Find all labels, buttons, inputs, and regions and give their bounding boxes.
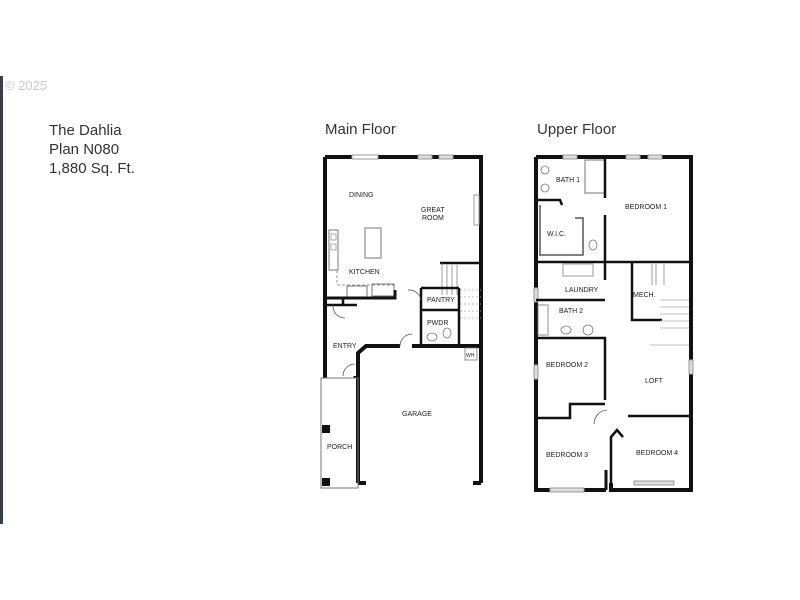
upper-floor-plan <box>533 154 694 493</box>
svg-text:ROOM: ROOM <box>422 215 444 222</box>
svg-text:DINING: DINING <box>349 192 374 199</box>
svg-text:BEDROOM 4: BEDROOM 4 <box>636 450 678 457</box>
svg-text:BEDROOM 3: BEDROOM 3 <box>546 452 588 459</box>
svg-text:PWDR: PWDR <box>427 320 448 327</box>
svg-text:LAUNDRY: LAUNDRY <box>565 287 599 294</box>
main-floor-plan <box>320 154 483 489</box>
plan-number: Plan N080 <box>49 141 120 158</box>
svg-text:W.I.C.: W.I.C. <box>547 231 566 238</box>
main-floor-title: Main Floor <box>325 121 396 138</box>
svg-text:ENTRY: ENTRY <box>333 343 357 350</box>
upper-floor-title: Upper Floor <box>537 121 617 138</box>
svg-text:WH: WH <box>466 353 475 359</box>
svg-text:BATH 1: BATH 1 <box>556 177 580 184</box>
svg-text:PANTRY: PANTRY <box>427 297 455 304</box>
left-edge-bar <box>0 76 3 524</box>
svg-text:KITCHEN: KITCHEN <box>349 269 380 276</box>
svg-text:PORCH: PORCH <box>327 444 352 451</box>
svg-text:MECH.: MECH. <box>633 292 656 299</box>
svg-text:BATH 2: BATH 2 <box>559 308 583 315</box>
svg-text:BEDROOM 1: BEDROOM 1 <box>625 204 667 211</box>
svg-text:GREAT: GREAT <box>421 207 445 214</box>
copyright-watermark: © 2025 <box>5 78 48 93</box>
svg-text:GARAGE: GARAGE <box>402 411 432 418</box>
plan-area: 1,880 Sq. Ft. <box>49 160 135 177</box>
main-floor-labels: DINING GREAT ROOM KITCHEN PANTRY PWDR EN… <box>327 192 475 451</box>
upper-floor-labels: BATH 1 BEDROOM 1 W.I.C. LAUNDRY MECH. BA… <box>546 177 678 459</box>
svg-text:BEDROOM 2: BEDROOM 2 <box>546 362 588 369</box>
plan-name: The Dahlia <box>49 122 122 139</box>
svg-text:LOFT: LOFT <box>645 378 664 385</box>
plan-info: The Dahlia Plan N080 1,880 Sq. Ft. <box>49 121 135 178</box>
